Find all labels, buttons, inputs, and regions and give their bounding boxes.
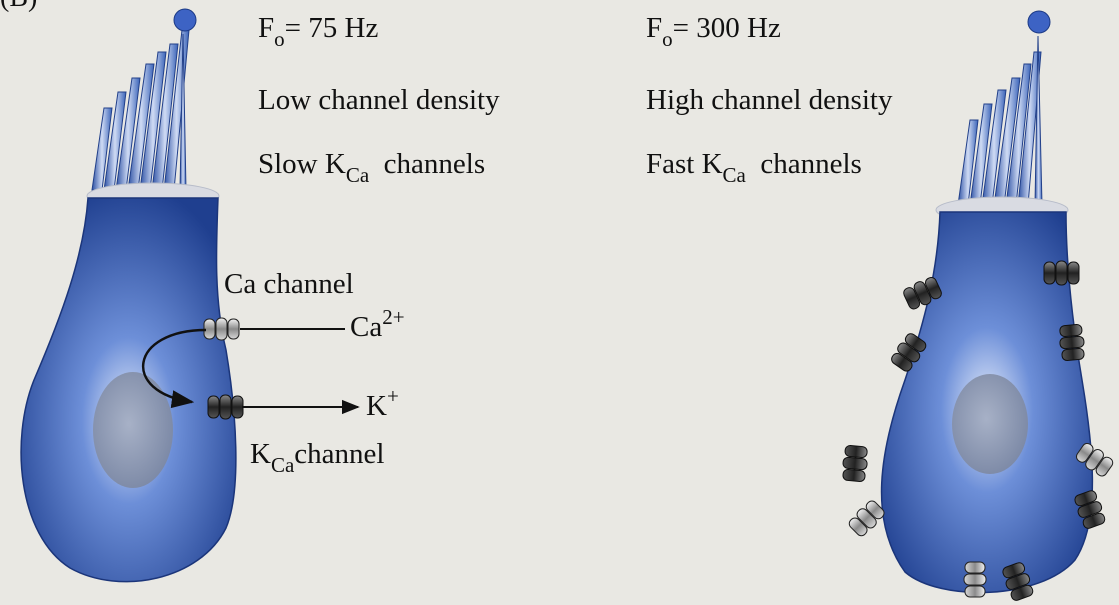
right-channel xyxy=(1058,324,1085,361)
right-kinocilium-knob xyxy=(1028,11,1050,33)
ca-ion-label: Ca2+ xyxy=(350,313,405,342)
left-stereocilia xyxy=(92,30,189,190)
kca-channel-label: KCachannel xyxy=(250,440,384,469)
left-nucleus xyxy=(93,372,173,488)
left-kinocilium-knob xyxy=(174,9,196,31)
left-ca-channel xyxy=(204,318,239,340)
right-nucleus xyxy=(952,374,1028,474)
right-channel xyxy=(1044,261,1079,285)
left-density-label: Low channel density xyxy=(258,86,500,115)
right-channel xyxy=(964,562,986,597)
panel-label: (B) xyxy=(0,0,37,12)
right-channel xyxy=(846,498,886,538)
right-density-label: High channel density xyxy=(646,86,892,115)
right-kinetics-label: Fast KCa channels xyxy=(646,150,862,179)
left-frequency-label: Fo= 75 Hz xyxy=(258,14,378,43)
left-kinetics-label: Slow KCa channels xyxy=(258,150,485,179)
ca-channel-label: Ca channel xyxy=(224,270,354,299)
left-kca-channel xyxy=(208,395,243,419)
k-ion-label: K+ xyxy=(366,392,399,421)
right-stereocilia xyxy=(958,36,1042,205)
right-channel xyxy=(842,445,869,482)
right-frequency-label: Fo= 300 Hz xyxy=(646,14,781,43)
